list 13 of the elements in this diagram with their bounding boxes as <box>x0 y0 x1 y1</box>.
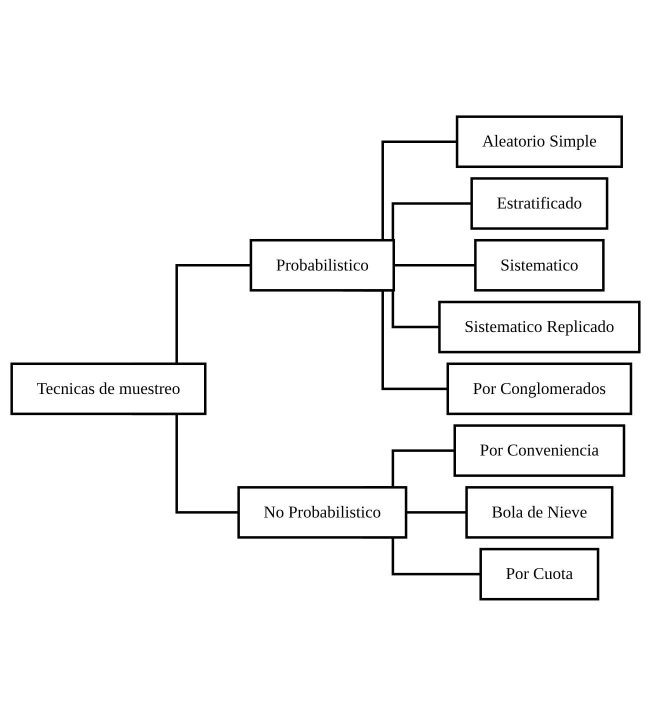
node-box: Por Conglomerados <box>446 362 632 416</box>
node-box: Tecnicas de muestreo <box>10 362 206 416</box>
node-box: No Probabilistico <box>237 486 408 539</box>
connector <box>406 511 467 514</box>
connector <box>394 264 476 267</box>
node-box: Por Cuota <box>479 548 600 601</box>
node-box: Bola de Nieve <box>465 486 614 539</box>
node-box: Probabilistico <box>250 239 396 292</box>
node-box: Estratificado <box>470 177 608 230</box>
node-box: Sistematico <box>474 239 605 292</box>
node-box: Por Conveniencia <box>454 424 626 477</box>
node-box: Aleatorio Simple <box>456 115 623 168</box>
node-box: Sistematico Replicado <box>438 300 641 354</box>
